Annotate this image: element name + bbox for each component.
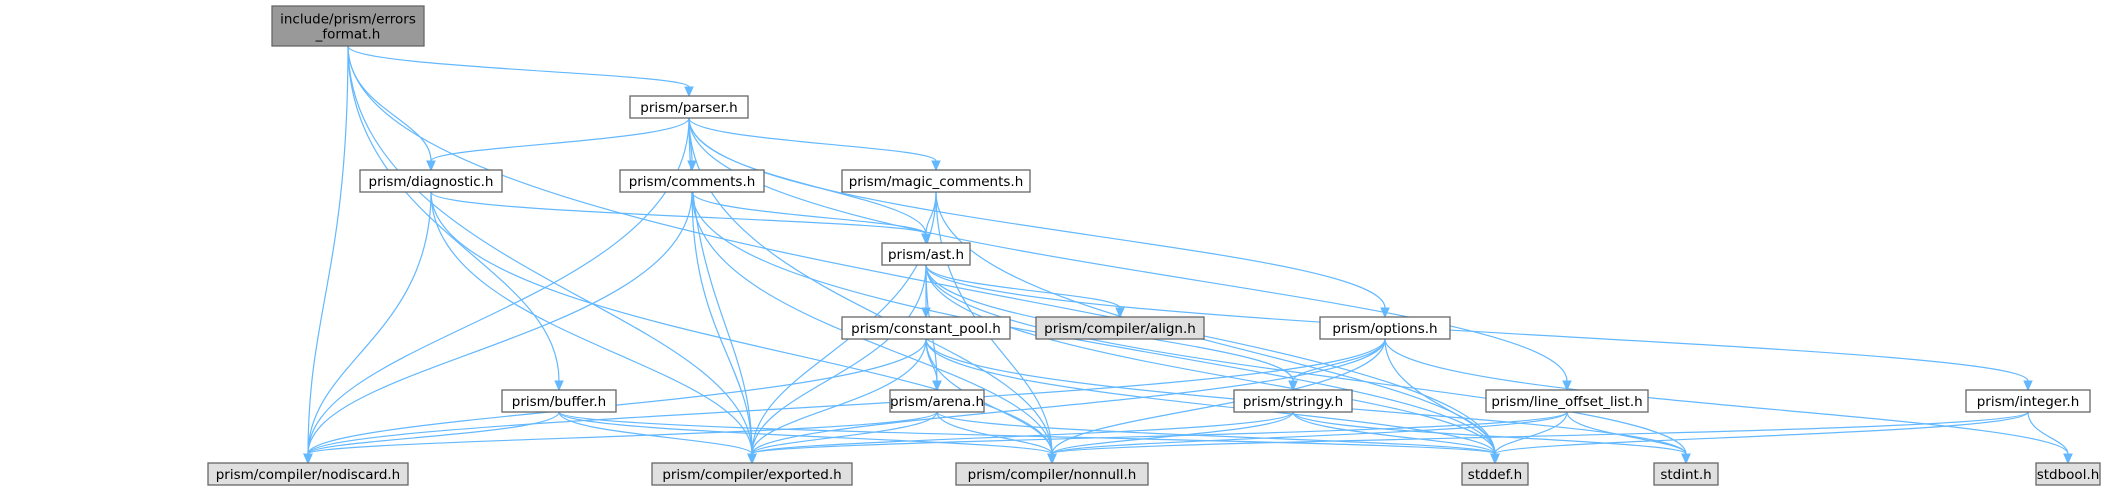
node-box: [271, 5, 425, 47]
node-constant-pool[interactable]: prism/constant_pool.h: [841, 316, 1011, 340]
node-box: [889, 389, 985, 413]
node-root: include/prism/errors_format.h: [271, 5, 425, 47]
edge-buffer-to-stddef: [558, 411, 1500, 465]
edge-comments-to-ast: [691, 191, 931, 245]
node-label: prism/options.h: [1332, 321, 1437, 337]
node-label: stddef.h: [1468, 467, 1522, 483]
node-label: prism/comments.h: [629, 174, 756, 190]
edge-root-to-diagnostic: [347, 45, 436, 172]
node-box: [1653, 462, 1719, 486]
node-label: prism/buffer.h: [512, 394, 607, 410]
node-box: [1965, 389, 2091, 413]
node-box: [1319, 316, 1451, 340]
node-label: prism/arena.h: [890, 394, 984, 410]
edge-root-to-buffer: [347, 45, 564, 392]
node-ast[interactable]: prism/ast.h: [881, 242, 971, 266]
node-label: prism/compiler/nonnull.h: [968, 467, 1137, 483]
node-box: [1035, 316, 1205, 340]
node-box: [1233, 389, 1353, 413]
edge-buffer-to-nodiscard: [303, 411, 560, 465]
node-layer: include/prism/errors_format.h prism/parse…: [207, 5, 2101, 486]
node-label: prism/stringy.h: [1243, 394, 1343, 410]
node-label: prism/parser.h: [640, 100, 738, 116]
node-box: [207, 462, 409, 486]
node-box: [881, 242, 971, 266]
node-stddef: stddef.h: [1461, 462, 1529, 486]
node-label: stdint.h: [1660, 467, 1711, 483]
node-box: [651, 462, 853, 486]
node-box: [1461, 462, 1529, 486]
node-exported: prism/compiler/exported.h: [651, 462, 853, 486]
node-label: prism/ast.h: [888, 247, 964, 263]
node-label: prism/line_offset_list.h: [1491, 394, 1642, 410]
node-stdint: stdint.h: [1653, 462, 1719, 486]
node-box: [841, 316, 1011, 340]
node-label: prism/compiler/nodiscard.h: [216, 467, 401, 483]
node-parser[interactable]: prism/parser.h: [629, 95, 749, 119]
node-stringy[interactable]: prism/stringy.h: [1233, 389, 1353, 413]
edge-line_offset_list-to-exported: [747, 411, 1568, 465]
node-label: prism/magic_comments.h: [849, 174, 1024, 190]
edge-ast-to-integer: [925, 264, 2033, 392]
node-label: prism/compiler/exported.h: [662, 467, 841, 483]
node-label: prism/compiler/align.h: [1044, 321, 1196, 337]
edge-line_offset_list-to-stdint: [1566, 411, 1691, 465]
edge-diagnostic-to-exported: [430, 191, 757, 465]
edge-parser-to-diagnostic: [426, 117, 690, 172]
node-box: [1485, 389, 1649, 413]
node-nonnull: prism/compiler/nonnull.h: [955, 462, 1149, 486]
node-stdbool: stdbool.h: [2035, 462, 2101, 486]
node-arena[interactable]: prism/arena.h: [889, 389, 985, 413]
node-box: [359, 169, 503, 193]
edge-diagnostic-to-ast: [430, 191, 931, 245]
edge-root-to-nodiscard: [303, 45, 349, 465]
node-line-offset-list[interactable]: prism/line_offset_list.h: [1485, 389, 1649, 413]
edge-integer-to-nonnull: [1047, 411, 2029, 465]
node-box: [629, 95, 749, 119]
edge-diagnostic-to-nodiscard: [303, 191, 432, 465]
node-box: [619, 169, 765, 193]
node-box: [501, 389, 617, 413]
node-box: [841, 169, 1031, 193]
edge-ast-to-align: [925, 264, 1125, 319]
node-comments[interactable]: prism/comments.h: [619, 169, 765, 193]
node-diagnostic[interactable]: prism/diagnostic.h: [359, 169, 503, 193]
edge-arena-to-nodiscard: [303, 411, 938, 465]
node-box: [955, 462, 1149, 486]
node-align: prism/compiler/align.h: [1035, 316, 1205, 340]
edge-integer-to-stdbool: [2027, 411, 2073, 465]
node-label: prism/integer.h: [1977, 394, 2080, 410]
node-nodiscard: prism/compiler/nodiscard.h: [207, 462, 409, 486]
node-integer[interactable]: prism/integer.h: [1965, 389, 2091, 413]
node-magic-comments[interactable]: prism/magic_comments.h: [841, 169, 1031, 193]
node-label: prism/constant_pool.h: [851, 321, 1001, 337]
edge-parser-to-magic_comments: [688, 117, 941, 172]
node-box: [2035, 462, 2101, 486]
node-label: prism/diagnostic.h: [369, 174, 494, 190]
edge-integer-to-stddef: [1490, 411, 2029, 465]
node-label: include/prism/errors: [280, 12, 416, 28]
node-label: _format.h: [315, 27, 381, 43]
node-options[interactable]: prism/options.h: [1319, 316, 1451, 340]
node-buffer[interactable]: prism/buffer.h: [501, 389, 617, 413]
node-label: stdbool.h: [2037, 467, 2100, 483]
edge-root-to-parser: [347, 45, 694, 98]
